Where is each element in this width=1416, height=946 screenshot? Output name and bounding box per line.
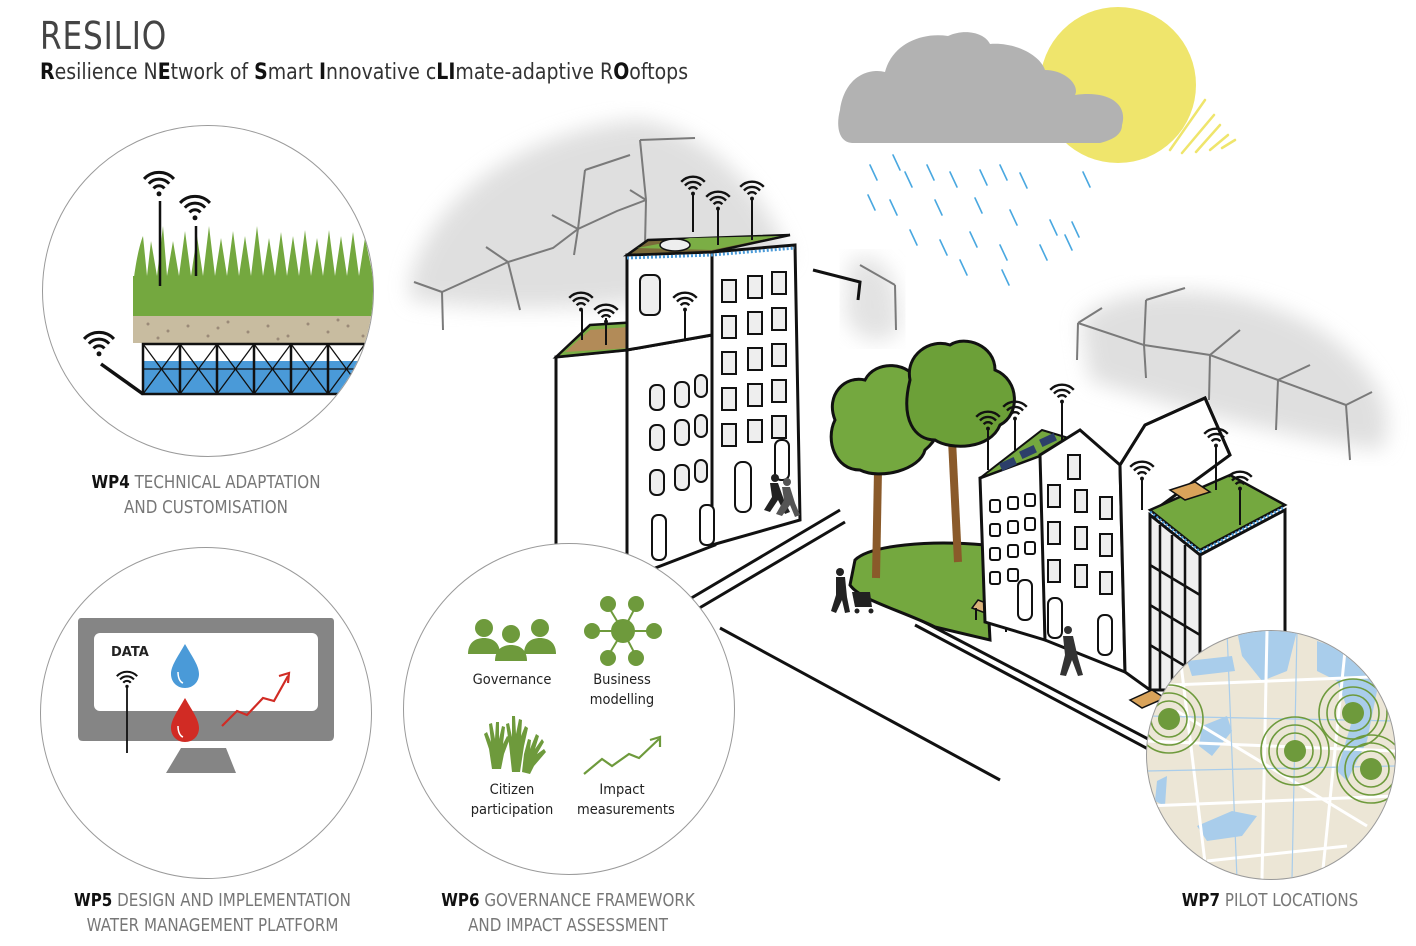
- wp6-label: WP6 GOVERNANCE FRAMEWORK AND IMPACT ASSE…: [425, 888, 711, 938]
- pilot-location-marker: [1336, 734, 1395, 804]
- citizen-participation-label: Citizen participation: [467, 780, 557, 820]
- people-icon: [468, 619, 556, 661]
- project-title: RESILIO: [40, 14, 168, 58]
- wp7-code: WP7: [1181, 890, 1221, 911]
- label-line: Governance: [472, 672, 552, 688]
- business-modelling-label: Business modelling: [577, 670, 667, 710]
- monitor-stand: [166, 748, 236, 773]
- acronym-letter: E: [157, 60, 171, 85]
- wp5-label: WP5 DESIGN AND IMPLEMENTATION WATER MANA…: [68, 888, 358, 938]
- acronym-letter: I: [318, 60, 327, 85]
- weather-icon: [838, 7, 1237, 286]
- label-line: participation: [470, 802, 554, 818]
- wp4-circle: [42, 125, 374, 457]
- label-line: Impact: [599, 782, 645, 798]
- wp6-code: WP6: [441, 890, 480, 911]
- governance-label: Governance: [467, 670, 557, 690]
- subtitle-text: twork of: [170, 60, 255, 85]
- wp6-circle: Governance Business modelling Citizen part…: [403, 543, 735, 875]
- wp6-line1: GOVERNANCE FRAMEWORK: [484, 890, 695, 911]
- hands-icon: [484, 716, 546, 774]
- acronym-letter: O: [613, 60, 630, 85]
- data-label: DATA: [111, 645, 149, 660]
- subtitle-text: oftops: [629, 60, 689, 85]
- wp7-label: WP7 PILOT LOCATIONS: [1157, 888, 1384, 913]
- wifi-icon: [142, 170, 176, 198]
- wp4-code: WP4: [91, 472, 130, 493]
- sun-rays: [1168, 98, 1237, 155]
- wp5-line1: DESIGN AND IMPLEMENTATION: [117, 890, 351, 911]
- label-line: Citizen: [489, 782, 535, 798]
- wp4-line1: TECHNICAL ADAPTATION: [134, 472, 321, 493]
- label-line: measurements: [577, 802, 675, 818]
- pilot-location-marker: [1318, 678, 1388, 748]
- cloud-icon: [838, 32, 1124, 143]
- label-line: Business: [593, 672, 651, 688]
- impact-measurements-label: Impact measurements: [577, 780, 675, 820]
- people-walking: [1060, 626, 1083, 676]
- pilot-map: [1147, 631, 1395, 879]
- blue-drop-icon: [171, 644, 199, 688]
- trend-arrow-icon: [221, 675, 289, 727]
- acronym-letter: LI: [436, 60, 456, 85]
- subtitle-text: mate-adaptive R: [455, 60, 614, 85]
- network-icon: [584, 596, 662, 666]
- wp5-line2: WATER MANAGEMENT PLATFORM: [86, 915, 339, 936]
- people-running: [764, 474, 800, 517]
- wp7-line1: PILOT LOCATIONS: [1224, 890, 1359, 911]
- wifi-icon: [115, 670, 139, 690]
- impact-trend-icon: [583, 735, 662, 775]
- building-tall-left: [552, 175, 802, 572]
- wp5-circle: DATA: [40, 547, 372, 879]
- wp6-line2: AND IMPACT ASSESSMENT: [468, 915, 668, 936]
- wifi-icon: [1049, 383, 1075, 405]
- picnic-table: [1128, 481, 1212, 709]
- wp7-map-circle: [1146, 630, 1396, 880]
- subtitle-text: esilience N: [54, 60, 158, 85]
- acronym-letter: R: [40, 60, 55, 85]
- wifi-icon: [82, 330, 116, 358]
- street-lines: [687, 268, 1151, 782]
- wp5-code: WP5: [74, 890, 113, 911]
- red-drop-icon: [171, 698, 199, 742]
- park-trees: [829, 339, 1016, 642]
- wifi-icon: [593, 303, 619, 325]
- wp4-line2: AND CUSTOMISATION: [124, 497, 288, 518]
- wind-turbines-right: [1076, 287, 1388, 461]
- project-subtitle: Resilience NEtwork of Smart Innovative c…: [40, 60, 688, 85]
- wifi-icon: [178, 194, 212, 222]
- acronym-letter: S: [254, 60, 268, 85]
- green-roof-cross-section-icon: [82, 170, 373, 396]
- subtitle-text: nnovative c: [326, 60, 437, 85]
- label-line: modelling: [589, 692, 655, 708]
- pilot-location-marker: [1260, 716, 1330, 786]
- monitor-icon: [78, 618, 334, 773]
- person-with-stroller: [831, 568, 874, 614]
- rain-drops: [867, 154, 1091, 286]
- subtitle-text: mart: [267, 60, 319, 85]
- pilot-markers: [1147, 678, 1395, 804]
- wind-turbines-mid: [845, 257, 900, 341]
- wp4-label: WP4 TECHNICAL ADAPTATION AND CUSTOMISATI…: [80, 470, 332, 520]
